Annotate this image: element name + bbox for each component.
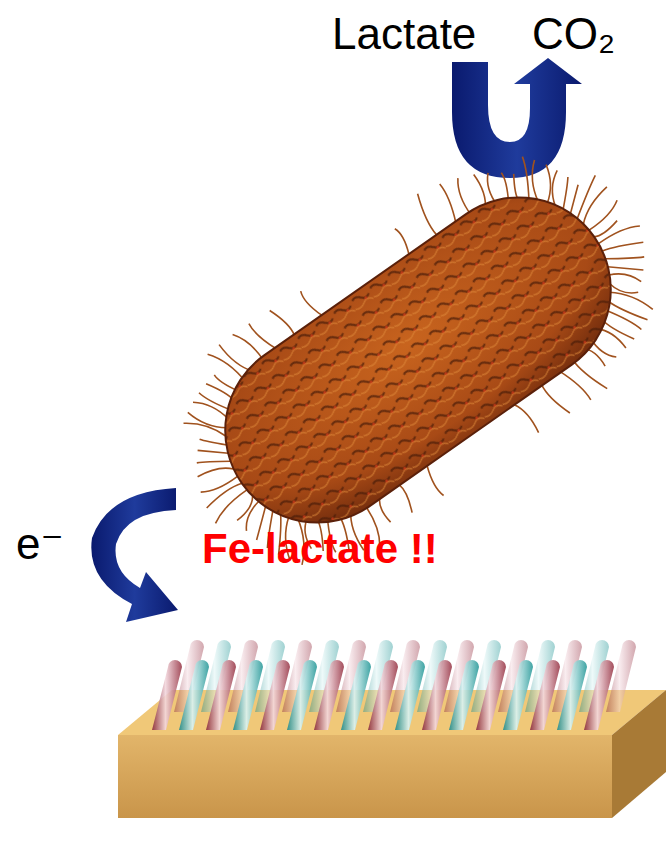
pilus bbox=[577, 175, 595, 218]
pilus bbox=[559, 371, 591, 400]
pilus bbox=[427, 466, 444, 496]
pilus bbox=[440, 184, 456, 224]
nanorod bbox=[233, 660, 263, 730]
pilus bbox=[184, 423, 227, 436]
pilus bbox=[219, 345, 254, 372]
substrate-label: Lactate bbox=[332, 12, 476, 56]
nanorod bbox=[179, 660, 209, 730]
nanorod bbox=[260, 660, 290, 730]
electrode-front bbox=[118, 735, 612, 818]
pilus bbox=[610, 284, 639, 293]
pilus bbox=[197, 461, 231, 463]
electron-label: e⁻ bbox=[16, 522, 64, 566]
nanorod bbox=[368, 660, 398, 730]
pilus bbox=[609, 274, 641, 282]
pilus bbox=[249, 324, 277, 350]
nanorod bbox=[422, 660, 452, 730]
pilus bbox=[602, 242, 643, 251]
pilus bbox=[395, 229, 409, 254]
pilus bbox=[608, 267, 644, 270]
pilus bbox=[399, 485, 412, 513]
pilus bbox=[201, 476, 238, 492]
pilus bbox=[546, 165, 550, 204]
pilus bbox=[207, 483, 242, 508]
pilus bbox=[237, 496, 253, 521]
nanorod bbox=[287, 660, 317, 730]
pilus bbox=[270, 311, 295, 336]
pilus bbox=[193, 402, 228, 419]
metabolism-arrow bbox=[452, 58, 582, 178]
pilus bbox=[605, 257, 644, 259]
pilus bbox=[589, 200, 617, 230]
pilus bbox=[188, 412, 227, 427]
pilus bbox=[458, 178, 472, 216]
nanorod bbox=[206, 660, 236, 730]
pilus bbox=[198, 468, 234, 477]
pilus bbox=[198, 450, 229, 453]
pilus bbox=[208, 354, 246, 382]
nanorod bbox=[341, 660, 371, 730]
pilus bbox=[542, 385, 570, 413]
pilus bbox=[599, 226, 640, 244]
pilus bbox=[246, 501, 258, 531]
nanorod bbox=[476, 660, 506, 730]
pili bbox=[184, 157, 653, 565]
pilus bbox=[200, 439, 228, 445]
pilus bbox=[532, 160, 538, 202]
pilus bbox=[563, 177, 568, 210]
nanorod bbox=[557, 660, 587, 730]
nanorod bbox=[503, 660, 533, 730]
pilus bbox=[301, 291, 322, 315]
pilus bbox=[608, 301, 648, 320]
pilus bbox=[380, 496, 391, 522]
electron-arrow bbox=[91, 488, 178, 622]
nanorod-array bbox=[152, 640, 636, 730]
pilus bbox=[602, 319, 635, 339]
pilus bbox=[522, 157, 529, 202]
finding-label: Fe-lactate !! bbox=[202, 528, 438, 570]
pilus bbox=[552, 170, 557, 206]
nanorod bbox=[152, 660, 182, 730]
nanorod bbox=[530, 660, 560, 730]
nanorod bbox=[314, 660, 344, 730]
pilus bbox=[233, 335, 264, 361]
nanorod bbox=[395, 660, 425, 730]
pilus bbox=[570, 185, 578, 214]
product-label: CO₂ bbox=[532, 12, 615, 56]
nanorod bbox=[449, 660, 479, 730]
nanorod bbox=[584, 660, 614, 730]
pilus bbox=[514, 405, 538, 433]
pilus bbox=[199, 393, 231, 410]
bacterium bbox=[189, 161, 647, 558]
pilus bbox=[418, 194, 437, 236]
